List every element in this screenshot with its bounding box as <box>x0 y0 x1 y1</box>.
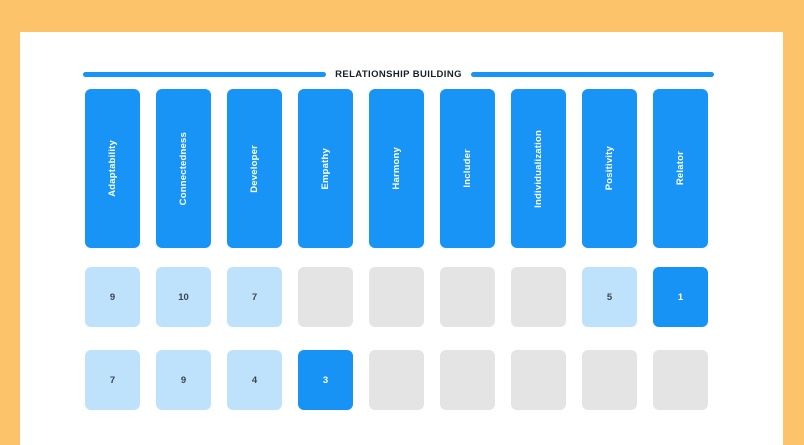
decorative-frame-left <box>0 0 20 445</box>
trait-column-empathy[interactable]: Empathy <box>298 89 353 248</box>
score-value: 4 <box>251 374 258 386</box>
score-cell[interactable]: 3 <box>298 350 353 410</box>
decorative-frame-right <box>783 0 804 445</box>
score-cell[interactable]: 7 <box>227 267 282 327</box>
trait-label: Harmony <box>390 147 402 190</box>
score-cell-empty[interactable] <box>440 350 495 410</box>
section-title: RELATIONSHIP BUILDING <box>335 68 462 80</box>
score-value: 1 <box>677 291 684 303</box>
score-value: 5 <box>606 291 613 303</box>
trait-label: Relator <box>674 151 686 186</box>
score-cell-empty[interactable] <box>369 350 424 410</box>
section-rule-left <box>83 71 327 77</box>
score-cell[interactable]: 7 <box>85 350 140 410</box>
trait-column-includer[interactable]: Includer <box>440 89 495 248</box>
trait-label: Developer <box>248 144 260 193</box>
trait-label: Adaptability <box>106 140 118 197</box>
score-cell-empty[interactable] <box>653 350 708 410</box>
score-cell[interactable]: 4 <box>227 350 282 410</box>
trait-column-individualization[interactable]: Individualization <box>511 89 566 248</box>
trait-label: Individualization <box>532 129 544 208</box>
score-cell[interactable]: 9 <box>85 267 140 327</box>
grid-score-row-2: 7 9 4 3 <box>85 350 719 410</box>
score-cell-empty[interactable] <box>511 350 566 410</box>
trait-column-relator[interactable]: Relator <box>653 89 708 248</box>
score-cell-empty[interactable] <box>369 267 424 327</box>
score-value: 3 <box>322 374 329 386</box>
trait-label: Includer <box>461 149 473 188</box>
grid-score-row-1: 9 10 7 5 1 <box>85 267 719 327</box>
trait-column-harmony[interactable]: Harmony <box>369 89 424 248</box>
score-cell[interactable]: 10 <box>156 267 211 327</box>
trait-label: Empathy <box>319 147 331 190</box>
score-value: 7 <box>251 291 258 303</box>
trait-label: Positivity <box>603 146 615 191</box>
trait-column-developer[interactable]: Developer <box>227 89 282 248</box>
score-cell[interactable]: 9 <box>156 350 211 410</box>
section-rule-right <box>470 71 714 77</box>
score-value: 7 <box>109 374 116 386</box>
trait-column-connectedness[interactable]: Connectedness <box>156 89 211 248</box>
score-cell[interactable]: 5 <box>582 267 637 327</box>
score-value: 9 <box>109 291 116 303</box>
score-cell-empty[interactable] <box>582 350 637 410</box>
decorative-frame-top <box>0 0 804 32</box>
section-header: RELATIONSHIP BUILDING <box>83 65 714 83</box>
score-value: 10 <box>178 291 189 303</box>
trait-column-positivity[interactable]: Positivity <box>582 89 637 248</box>
score-cell-empty[interactable] <box>440 267 495 327</box>
score-cell[interactable]: 1 <box>653 267 708 327</box>
score-cell-empty[interactable] <box>511 267 566 327</box>
score-value: 9 <box>180 374 187 386</box>
trait-column-adaptability[interactable]: Adaptability <box>85 89 140 248</box>
report-card: RELATIONSHIP BUILDING Adaptability Connec… <box>20 32 783 445</box>
grid-header-row: Adaptability Connectedness Developer Empath… <box>85 89 719 248</box>
score-cell-empty[interactable] <box>298 267 353 327</box>
trait-label: Connectedness <box>177 131 189 206</box>
